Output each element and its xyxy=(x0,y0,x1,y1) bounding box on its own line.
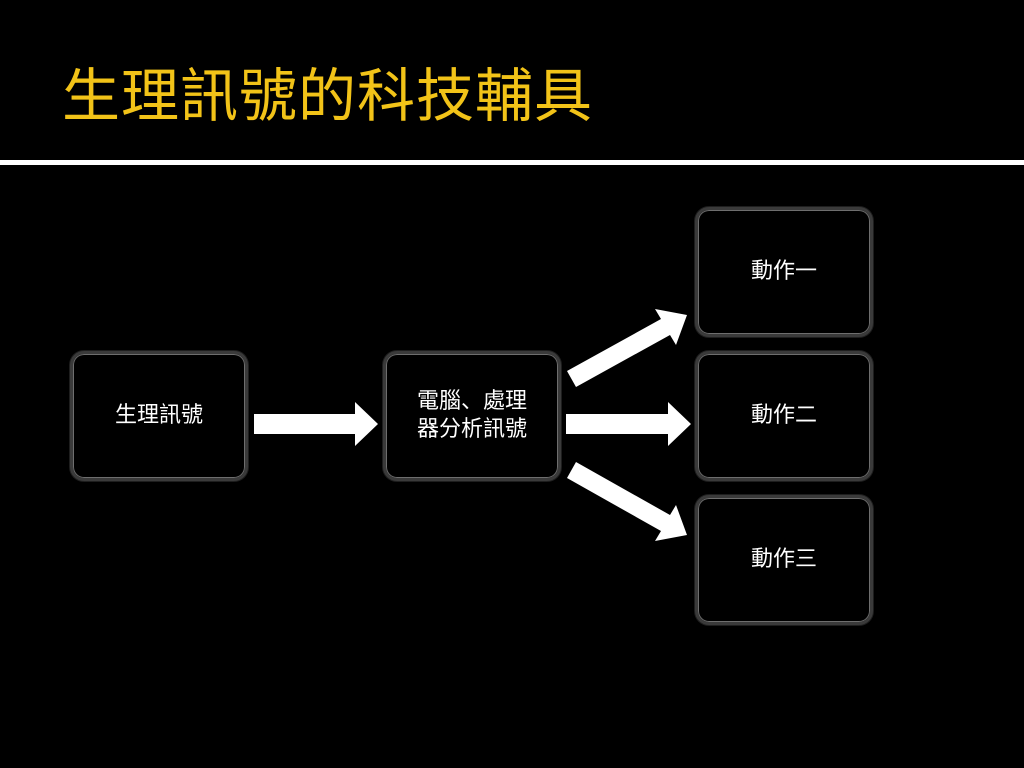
processor-node-label: 電腦、處理 器分析訊號 xyxy=(416,389,527,442)
action-node-3: 動作三 xyxy=(695,495,873,625)
action-node-1-label: 動作一 xyxy=(750,259,817,284)
source-node-label: 生理訊號 xyxy=(114,403,203,428)
action-node-2: 動作二 xyxy=(695,351,873,481)
action-node-2-label: 動作二 xyxy=(750,403,817,428)
title-divider xyxy=(0,160,1024,165)
arrow-source-to-processor xyxy=(254,402,378,446)
action-node-1: 動作一 xyxy=(695,207,873,337)
processor-node: 電腦、處理 器分析訊號 xyxy=(383,351,561,481)
arrow-processor-to-action-2 xyxy=(566,402,691,446)
arrow-processor-to-action-3 xyxy=(567,462,687,541)
slide-title: 生理訊號的科技輔具 xyxy=(62,62,594,130)
arrow-processor-to-action-1 xyxy=(567,309,687,387)
source-node: 生理訊號 xyxy=(70,351,248,481)
action-node-3-label: 動作三 xyxy=(750,547,817,572)
